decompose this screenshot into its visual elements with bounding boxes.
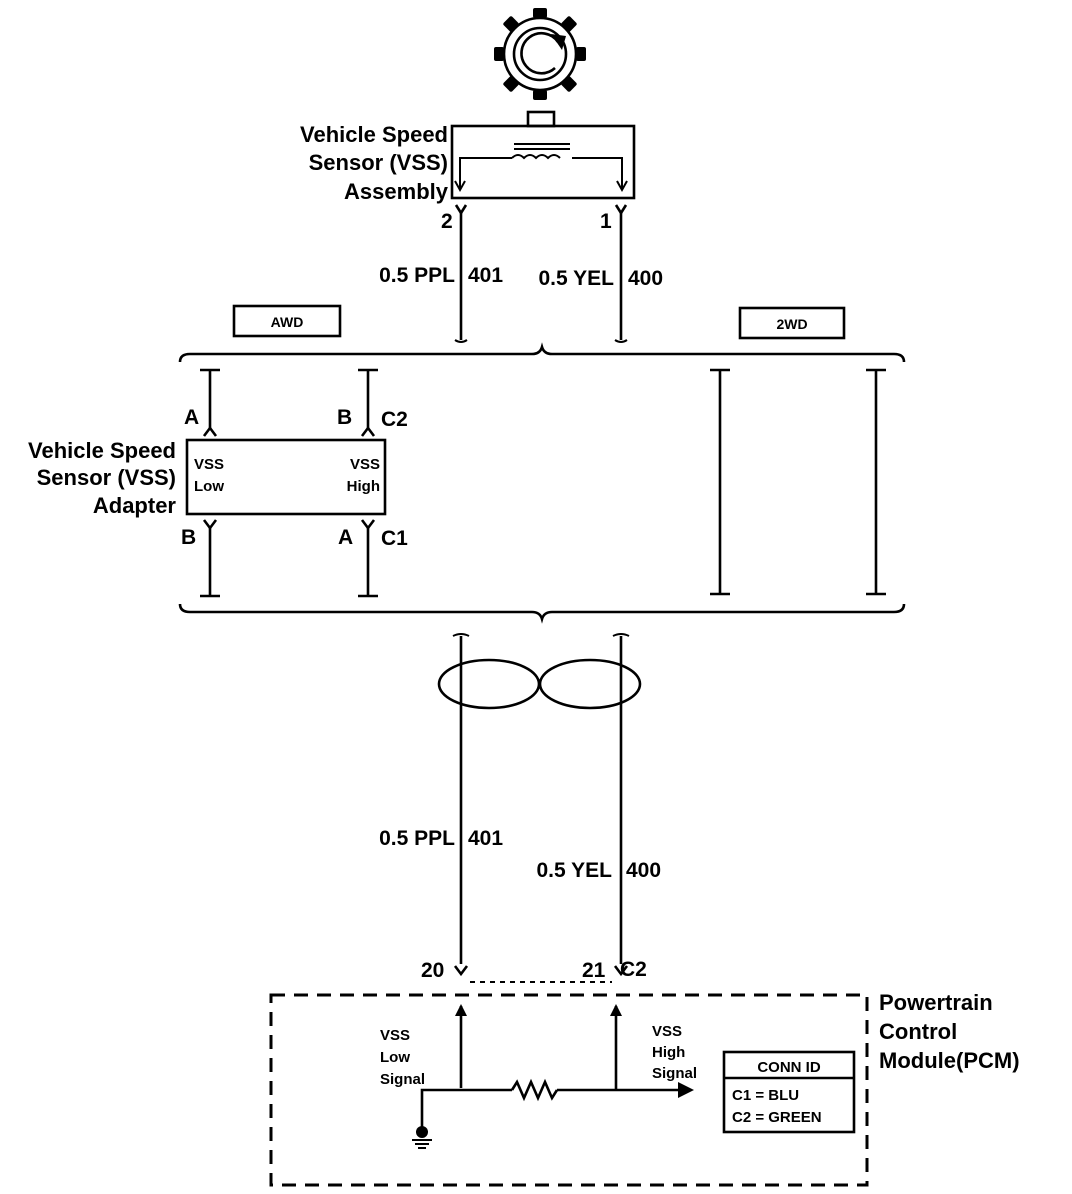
adapter-label-line1: Vehicle Speed xyxy=(28,438,176,463)
conn-id-title: CONN ID xyxy=(757,1059,821,1076)
pcm-connector-id: C2 xyxy=(620,958,647,981)
conn-id-row-c2: C2 = GREEN xyxy=(732,1109,822,1126)
adapter-low-line1: VSS xyxy=(194,456,224,473)
upper-right-wire-circuit: 400 xyxy=(628,267,663,290)
lower-left-wire-circuit: 401 xyxy=(468,827,503,850)
high-signal-line1: VSS xyxy=(652,1023,682,1040)
low-signal-line3: Signal xyxy=(380,1071,425,1088)
adapter-label-line3: Adapter xyxy=(93,493,177,518)
adapter-bottom-pin-b: B xyxy=(181,526,196,549)
ground-icon xyxy=(412,1126,432,1149)
2wd-jumpers xyxy=(710,368,886,596)
upper-wires: 0.5 PPL 401 0.5 YEL 400 xyxy=(379,204,663,343)
awd-tag: AWD xyxy=(271,314,304,330)
pcm-pin-21: 21 xyxy=(582,959,606,982)
variant-tags: AWD 2WD xyxy=(232,304,846,340)
pcm-label-line2: Control xyxy=(879,1019,957,1044)
pcm-label-line3: Module(PCM) xyxy=(879,1048,1020,1073)
lower-right-wire-color: 0.5 YEL xyxy=(537,859,613,882)
vss-adapter: A B C2 VSS Low VSS High Vehicle Speed Se… xyxy=(28,368,408,598)
conn-id-row-c1: C1 = BLU xyxy=(732,1087,799,1104)
pcm-label-line1: Powertrain xyxy=(879,990,993,1015)
lower-right-wire-circuit: 400 xyxy=(626,859,661,882)
twisted-pair-right-loop xyxy=(538,658,642,710)
upper-left-wire-color: 0.5 PPL xyxy=(379,264,455,287)
lower-option-brace xyxy=(178,603,906,624)
lower-wires: 0.5 PPL 401 0.5 YEL 400 xyxy=(379,633,661,964)
adapter-low-line2: Low xyxy=(194,478,224,495)
reluctor-gear-icon xyxy=(494,8,586,100)
vss-assembly-label-line1: Vehicle Speed xyxy=(300,122,448,147)
adapter-high-line1: VSS xyxy=(350,456,380,473)
low-signal-line2: Low xyxy=(380,1049,410,1066)
adapter-label-line2: Sensor (VSS) xyxy=(37,465,176,490)
low-signal-line1: VSS xyxy=(380,1027,410,1044)
adapter-top-pin-b: B xyxy=(337,406,352,429)
vss-pin-2: 2 xyxy=(441,210,453,233)
adapter-bottom-pin-a: A xyxy=(338,526,353,549)
upper-left-wire-circuit: 401 xyxy=(468,264,503,287)
pcm-pin-20: 20 xyxy=(421,959,444,982)
vss-pin-1: 1 xyxy=(600,210,612,233)
2wd-tag: 2WD xyxy=(776,316,807,332)
adapter-high-line2: High xyxy=(347,478,380,495)
upper-option-brace xyxy=(178,342,906,363)
vss-assembly-label-line3: Assembly xyxy=(344,179,449,204)
adapter-top-pin-a: A xyxy=(184,406,199,429)
upper-right-wire-color: 0.5 YEL xyxy=(539,267,615,290)
adapter-bottom-connector: C1 xyxy=(381,527,408,550)
vss-assembly: Vehicle Speed Sensor (VSS) Assembly 2 1 xyxy=(300,110,636,233)
pcm-connector: 20 21 C2 xyxy=(421,958,647,983)
twisted-pair-left-loop xyxy=(437,658,541,710)
vss-assembly-label-line2: Sensor (VSS) xyxy=(309,150,448,175)
conn-id-table: CONN ID C1 = BLU C2 = GREEN xyxy=(722,1050,856,1134)
lower-left-wire-color: 0.5 PPL xyxy=(379,827,455,850)
adapter-top-connector: C2 xyxy=(381,408,408,431)
pcm-module: Powertrain Control Module(PCM) VSS Low S… xyxy=(269,990,1020,1187)
high-signal-line3: Signal xyxy=(652,1065,697,1082)
high-signal-line2: High xyxy=(652,1044,685,1061)
